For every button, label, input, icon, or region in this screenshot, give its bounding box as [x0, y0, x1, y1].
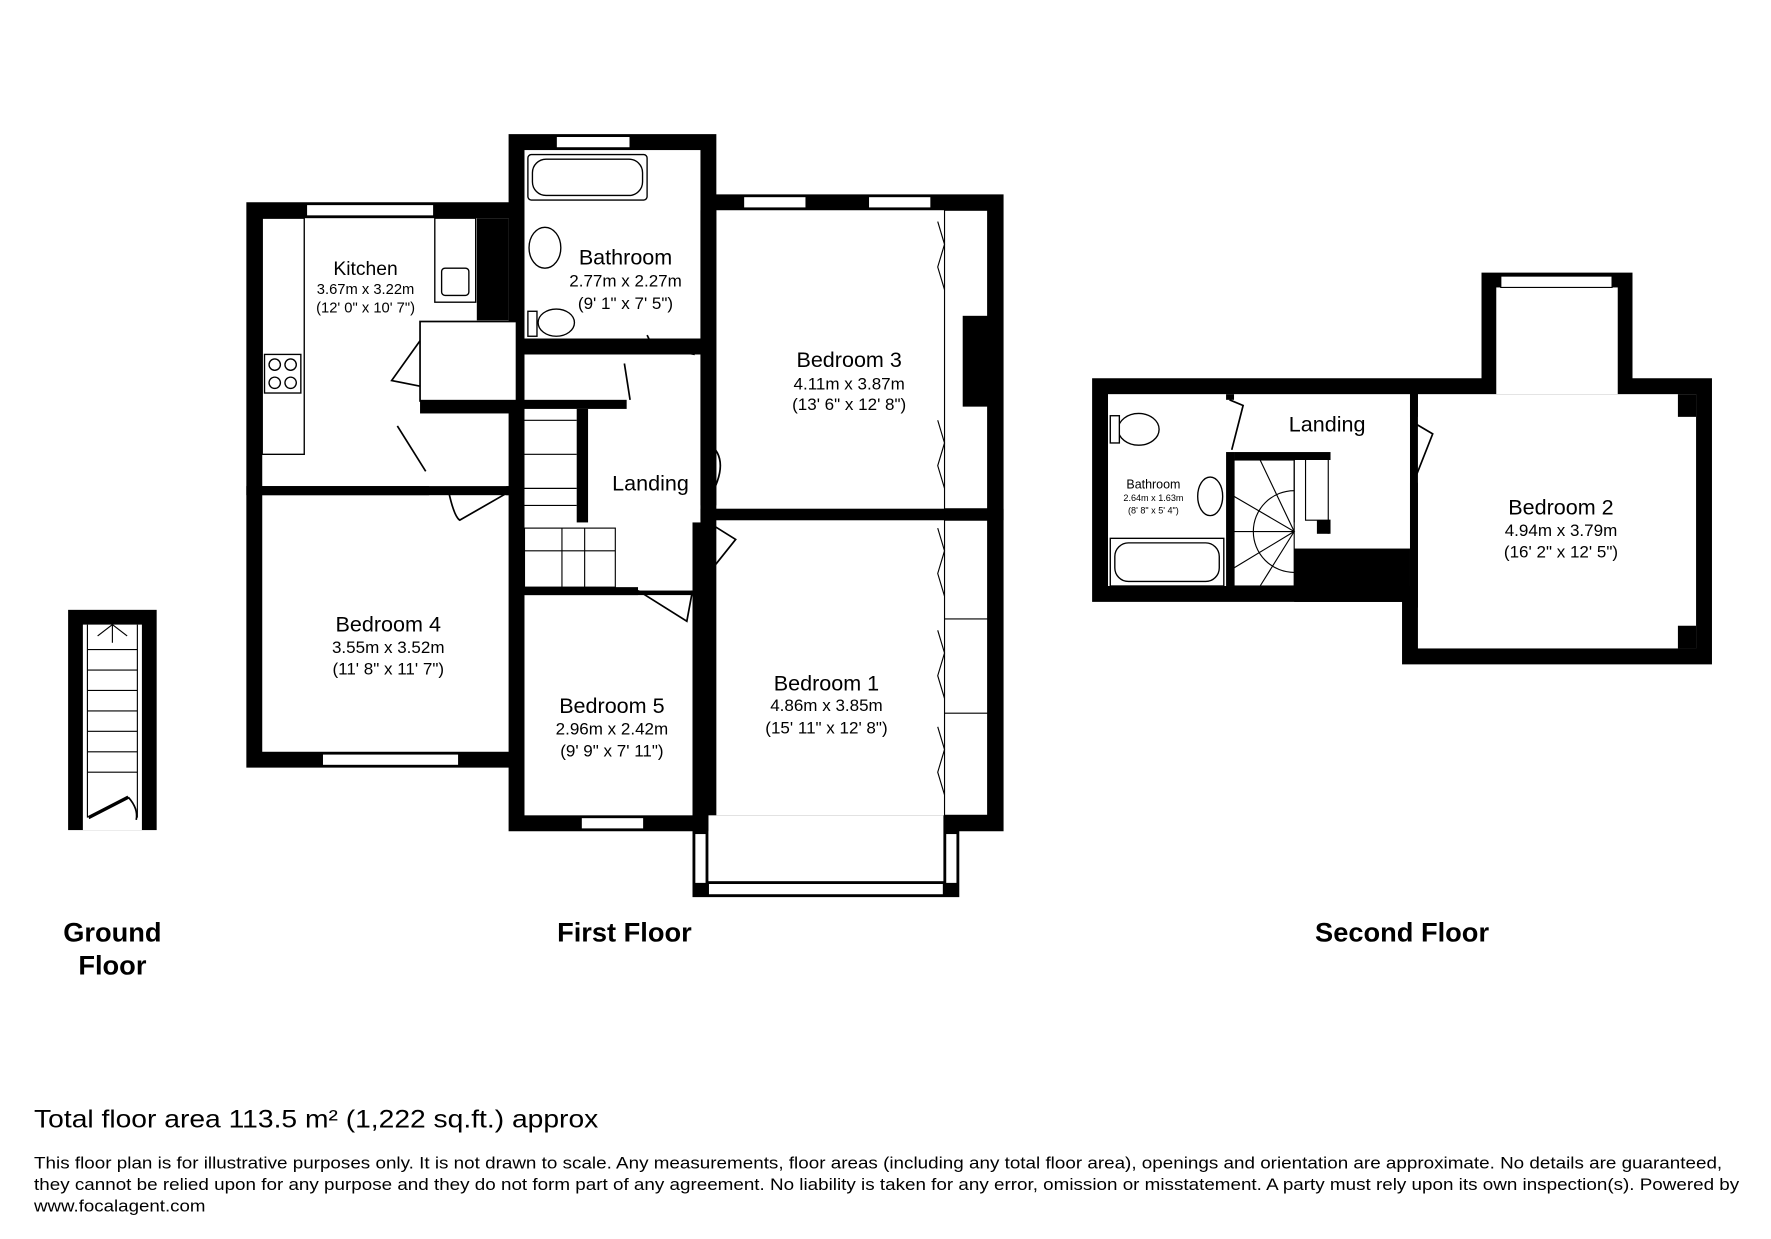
room-name-bedroom1: Bedroom 1 — [774, 670, 879, 695]
room-name-landing: Landing — [612, 471, 689, 496]
hob — [263, 353, 302, 394]
floor-label-ground-line2: Floor — [78, 949, 146, 980]
toilet — [537, 308, 576, 337]
room-dimensions-imperial: (13' 6" x 12' 8") — [792, 395, 906, 414]
toilet — [1117, 412, 1160, 446]
room-name-kitchen: Kitchen — [333, 259, 397, 280]
room-dimensions-imperial: (9' 9" x 7' 11") — [560, 741, 663, 760]
bedroom1-room — [716, 520, 988, 816]
room-dimensions-imperial: (8' 8" x 5' 4") — [1128, 505, 1179, 515]
second-floor-plan: Landing Bathroom 2.64m x 1.63m (8' 8" x … — [1092, 272, 1712, 665]
window — [1500, 275, 1613, 289]
room-dimensions-metric: 2.77m x 2.27m — [569, 271, 682, 290]
room-dimensions-imperial: (9' 1" x 7' 5") — [578, 294, 673, 313]
bedroom3-room — [716, 210, 988, 509]
staircase — [86, 623, 138, 818]
wardrobes — [937, 209, 989, 816]
room-dimensions-imperial: (16' 2" x 12' 5") — [1504, 543, 1618, 562]
room-name-bedroom2: Bedroom 2 — [1508, 494, 1613, 519]
windows — [305, 135, 958, 896]
staircase — [1233, 459, 1331, 587]
room-name-second-bathroom: Bathroom — [1126, 477, 1180, 491]
room-dimensions-metric: 2.64m x 1.63m — [1123, 493, 1183, 503]
door-swing — [127, 796, 138, 821]
room-name-bathroom: Bathroom — [579, 245, 672, 270]
first-floor-plan: Kitchen 3.67m x 3.22m (12' 0" x 10' 7") … — [246, 134, 1004, 898]
floor-label-second: Second Floor — [1315, 916, 1489, 947]
sink — [528, 226, 562, 269]
doors — [390, 334, 737, 623]
room-name-bedroom5: Bedroom 5 — [559, 693, 664, 718]
room-dimensions-imperial: (11' 8" x 11' 7") — [332, 660, 444, 679]
room-dimensions-metric: 4.86m x 3.85m — [770, 696, 883, 715]
ground-floor-plan — [68, 609, 157, 831]
room-dimensions-imperial: (15' 11" x 12' 8") — [765, 719, 887, 738]
total-floor-area: Total floor area 113.5 m² (1,222 sq.ft.)… — [34, 1106, 599, 1134]
floor-label-first: First Floor — [557, 916, 692, 947]
room-name-second-landing: Landing — [1289, 412, 1366, 437]
room-dimensions-metric: 4.94m x 3.79m — [1505, 521, 1618, 540]
floor-label-ground-line1: Ground — [63, 916, 161, 947]
room-name-bedroom4: Bedroom 4 — [336, 611, 441, 636]
bedroom2-room — [1417, 394, 1697, 649]
sink — [1197, 476, 1224, 517]
room-dimensions-imperial: (12' 0" x 10' 7") — [316, 300, 415, 316]
room-dimensions-metric: 2.96m x 2.42m — [556, 720, 669, 739]
kitchen-worktop — [261, 217, 305, 456]
bedroom4-room — [262, 495, 509, 752]
room-dimensions-metric: 3.67m x 3.22m — [317, 282, 415, 298]
disclaimer-line-2: they cannot be relied upon for any purpo… — [34, 1175, 1740, 1194]
room-dimensions-metric: 4.11m x 3.87m — [794, 375, 905, 394]
door — [87, 795, 130, 820]
staircase — [523, 419, 616, 588]
bedroom5-room — [524, 595, 693, 816]
room-dimensions-metric: 3.55m x 3.52m — [332, 638, 445, 657]
disclaimer-line-3: www.focalagent.com — [33, 1197, 206, 1216]
disclaimer-line-1: This floor plan is for illustrative purp… — [34, 1153, 1722, 1172]
room-name-bedroom3: Bedroom 3 — [796, 347, 901, 372]
